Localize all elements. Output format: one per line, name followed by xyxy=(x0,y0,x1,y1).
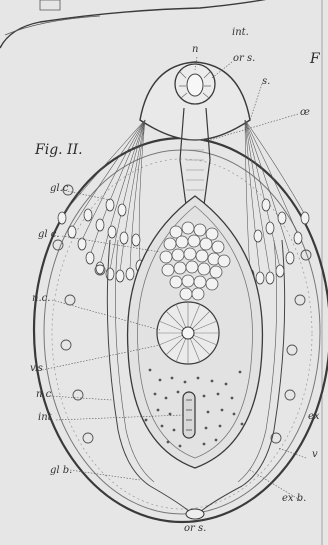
label-int-top: int. xyxy=(232,28,249,38)
neighbour-figure-outline xyxy=(0,0,300,48)
nerve-centre-core xyxy=(182,327,194,339)
neighbour-figure-fragment xyxy=(40,0,60,10)
label-glc-upper: gl.c xyxy=(50,184,68,194)
label-s-right: s. xyxy=(262,77,270,87)
figure-corner-letter: F xyxy=(310,52,320,66)
label-n-top: n xyxy=(192,45,198,55)
intestine xyxy=(183,392,195,438)
label-oe-right: œ xyxy=(300,108,310,118)
label-vs: v.s xyxy=(30,364,43,374)
neighbour-figure-outline-inner xyxy=(5,16,100,35)
label-v-right: v xyxy=(312,450,318,460)
posterior-opening xyxy=(186,509,204,519)
label-nc-upper: n.c. xyxy=(32,294,50,304)
mouth xyxy=(187,74,203,96)
label-exb: ex b. xyxy=(282,494,306,504)
pharynx-inner-stripes xyxy=(186,140,204,190)
label-ors: or s. xyxy=(233,54,255,64)
label-glb: gl b. xyxy=(50,466,72,476)
label-or-bottom: or s. xyxy=(184,524,206,534)
left-gland-cells xyxy=(58,199,144,282)
label-int-lower: int xyxy=(38,413,52,423)
figure-title: Fig. II. xyxy=(35,143,83,157)
label-ex-right: ex xyxy=(308,412,320,422)
label-glc-lower: gl c. xyxy=(38,230,60,240)
label-nc-lower: n c xyxy=(36,390,51,400)
